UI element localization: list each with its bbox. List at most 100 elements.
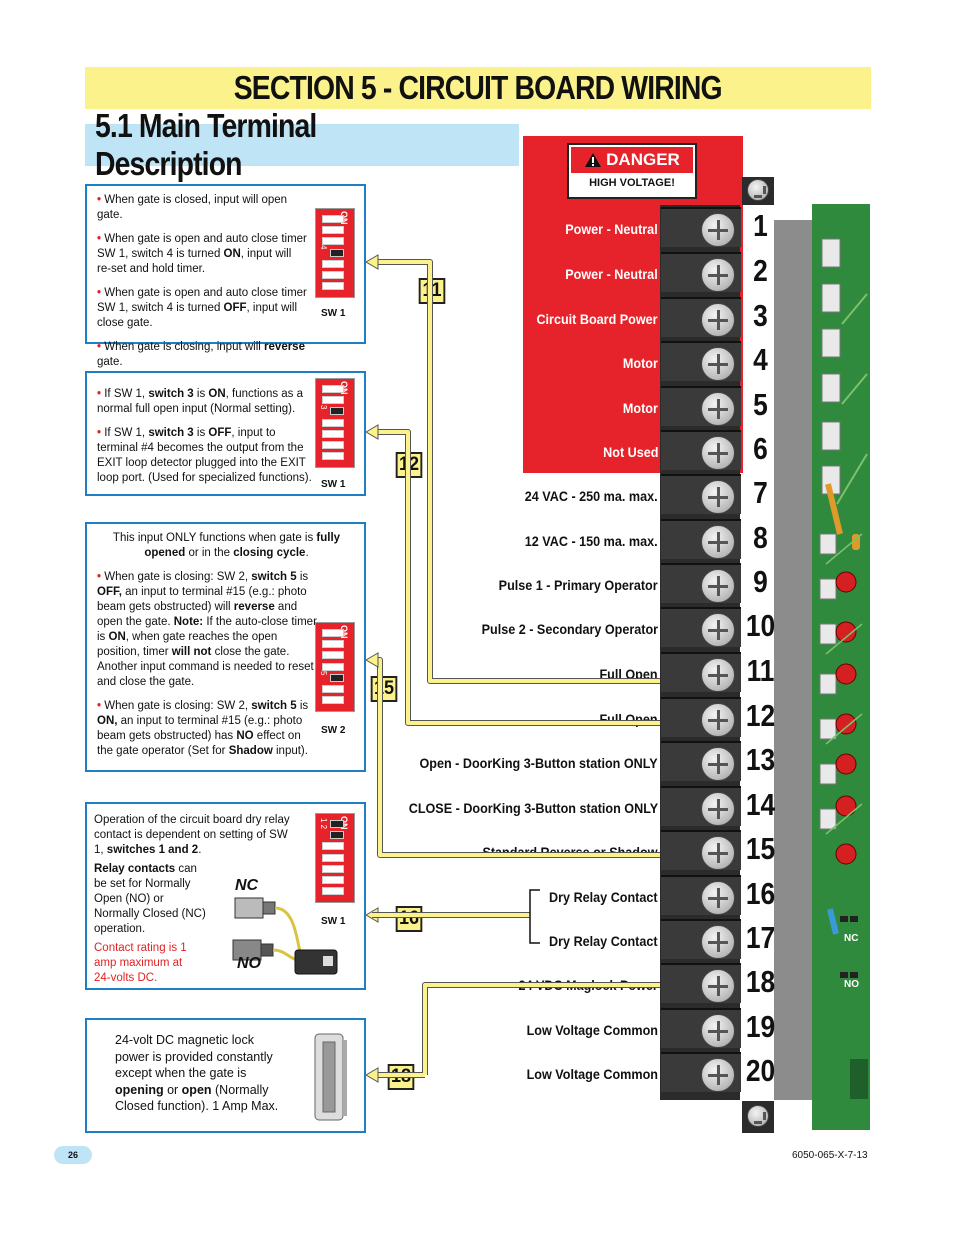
terminal-screw-icon [701,836,735,870]
terminal-block [661,875,741,915]
document-number: 6050-065-X-7-13 [792,1150,868,1161]
subsection-banner: 5.1 Main Terminal Description [85,107,519,182]
terminal-number: 8 [753,520,768,555]
top-mount-screw [742,177,774,205]
terminal-number: 16 [745,876,776,911]
terminal-screw-icon [701,747,735,781]
subsection-title: 5.1 Main Terminal Description [95,107,317,182]
section-banner: SECTION 5 - CIRCUIT BOARD WIRING [85,67,871,109]
terminal-number: 2 [753,253,768,288]
info-box-terminal-16: Operation of the circuit board dry relay… [85,802,366,990]
terminal-number: 18 [745,964,776,999]
terminal-block [661,297,741,337]
terminal-block [661,1052,741,1092]
warning-icon [585,153,602,167]
terminal-block [661,341,741,381]
dip-label: SW 1 [321,308,346,319]
terminal-screw-icon [701,1058,735,1092]
terminal-label: Dry Relay Contact [549,933,658,949]
terminal-block [661,697,741,737]
terminal-screw-icon [701,213,735,247]
terminal-label: Power - Neutral [565,221,658,237]
terminal-block [661,252,741,292]
danger-subtitle: HIGH VOLTAGE! [589,177,675,189]
terminal-block [661,963,741,1003]
dip-label: SW 2 [321,725,346,736]
terminal-screw-icon [701,969,735,1003]
terminal-label: Low Voltage Common [526,1022,658,1038]
relay-jumper-illustration [232,897,338,975]
terminal-screw-icon [701,1014,735,1048]
dip-label: SW 1 [321,916,346,927]
pcb-nc-label: NC [844,933,859,944]
terminal-label: Dry Relay Contact [549,889,658,905]
maglock-icon [314,1033,347,1121]
terminal-label: Pulse 2 - Secondary Operator [481,621,658,637]
dip-switch-sw2: ON 5 [315,622,355,712]
terminal-number: 10 [745,608,776,643]
terminal-number: 1 [753,208,768,243]
terminal-block [661,830,741,870]
terminal-label: Not Used [602,444,658,460]
terminal-number: 12 [745,698,776,733]
terminal-block [661,563,741,603]
terminal-label: 12 VAC - 150 ma. max. [525,533,658,549]
terminal-number: 5 [753,387,768,422]
terminal-screw-icon [701,569,735,603]
section-title: SECTION 5 - CIRCUIT BOARD WIRING [233,69,723,106]
dip-switch-sw1: ON 4 [315,208,355,298]
terminal-screw-icon [701,303,735,337]
terminal-block [661,607,741,647]
terminal-number: 19 [745,1009,776,1044]
page-number: 26 [54,1146,92,1164]
terminal-block [661,430,741,470]
terminal-block [661,474,741,514]
terminal-label: Open - DoorKing 3-Button station ONLY [419,755,658,771]
circuit-traces [819,238,868,1099]
terminal-number: 4 [753,342,768,377]
terminal-label: Motor [622,355,658,371]
terminal-number: 13 [745,742,776,777]
terminal-rail [774,220,812,1100]
dip-number: 3 [319,405,328,410]
terminal-label: Power - Neutral [565,266,658,282]
terminal-label: Motor [622,400,658,416]
terminal-block [661,786,741,826]
pcb-no-label: NO [844,979,859,990]
terminal-number: 11 [746,653,775,688]
bottom-mount-screw [742,1101,774,1133]
terminal-screw-icon [701,613,735,647]
danger-title: DANGER [606,150,680,169]
terminal-number: 6 [753,431,768,466]
dip-number: 1 2 [319,818,328,830]
circuit-board: NC NO [812,204,870,1130]
terminal-block [661,519,741,559]
terminal-screw-icon [701,347,735,381]
terminal-label: CLOSE - DoorKing 3-Button station ONLY [408,800,658,816]
terminal-screw-icon [701,658,735,692]
terminal-block [661,919,741,959]
terminal-screw-icon [701,392,735,426]
terminal-label: Pulse 1 - Primary Operator [499,577,658,593]
terminal-label: 24 VAC - 250 ma. max. [525,488,658,504]
terminal-screw-icon [701,792,735,826]
terminal-block [661,741,741,781]
terminal-number: 20 [745,1053,776,1088]
nc-label: NC [235,877,259,894]
terminal-block [661,1008,741,1048]
dip-switch-sw1: ON 1 2 [315,813,355,903]
terminal-screw-icon [701,480,735,514]
terminal-screw-icon [701,925,735,959]
terminal-screw-icon [701,703,735,737]
dip-number: 5 [319,671,328,676]
terminal-block [661,386,741,426]
dip-switch-sw1: ON 3 [315,378,355,468]
terminal-screw-icon [701,436,735,470]
terminal-number: 9 [753,564,768,599]
terminal-screw-icon [701,881,735,915]
terminal-block [661,207,741,247]
terminal-screw-icon [701,525,735,559]
terminal-label: Circuit Board Power [536,311,658,327]
terminal-number: 7 [753,475,768,510]
